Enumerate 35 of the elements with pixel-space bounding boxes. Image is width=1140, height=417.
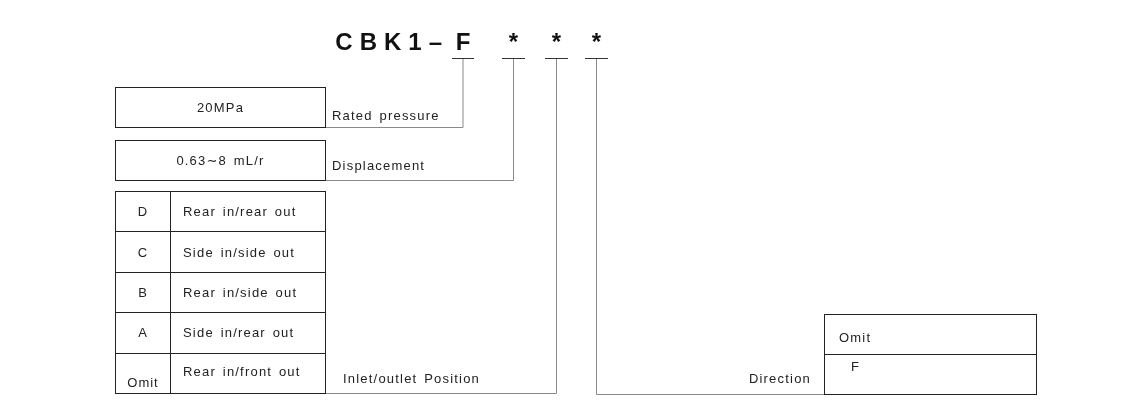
option-code: F bbox=[850, 358, 862, 376]
leader-line bbox=[325, 58, 557, 394]
spec-value: 0.63∼8 mL/r bbox=[176, 152, 265, 169]
spec-value: 20MPa bbox=[196, 99, 245, 116]
table-row bbox=[116, 312, 325, 353]
code-segment: F bbox=[452, 28, 474, 59]
option-table bbox=[824, 314, 1037, 395]
option-code: C bbox=[116, 232, 171, 272]
value-box bbox=[115, 87, 326, 128]
option-code: D bbox=[116, 192, 171, 232]
field-label: Direction bbox=[748, 371, 811, 387]
option-table bbox=[115, 191, 326, 394]
option-description: Rear in/front out bbox=[182, 362, 302, 381]
leader-line bbox=[325, 58, 514, 181]
option-description: Rear in/rear out bbox=[182, 203, 298, 222]
model-code: CBK1– bbox=[335, 28, 449, 56]
field-label: Rated pressure bbox=[332, 108, 440, 124]
value-box bbox=[115, 140, 326, 181]
code-segment: * bbox=[545, 28, 568, 59]
leader-line bbox=[596, 58, 825, 395]
option-code: A bbox=[116, 313, 171, 353]
option-description: Rear in/side out bbox=[182, 284, 299, 302]
code-segment: * bbox=[585, 28, 608, 59]
table-row bbox=[116, 352, 325, 394]
field-label: Displacement bbox=[332, 158, 426, 174]
code-segment: * bbox=[502, 28, 525, 59]
table-row bbox=[116, 231, 325, 272]
leader-line bbox=[325, 58, 464, 128]
field-label: Inlet/outlet Position bbox=[343, 371, 481, 387]
option-description: Side in/rear out bbox=[182, 324, 296, 343]
option-code: Omit bbox=[838, 329, 873, 347]
table-row bbox=[116, 271, 325, 313]
option-code: B bbox=[116, 272, 171, 313]
option-code: Omit bbox=[116, 353, 171, 394]
option-description: Side in/side out bbox=[182, 243, 297, 262]
